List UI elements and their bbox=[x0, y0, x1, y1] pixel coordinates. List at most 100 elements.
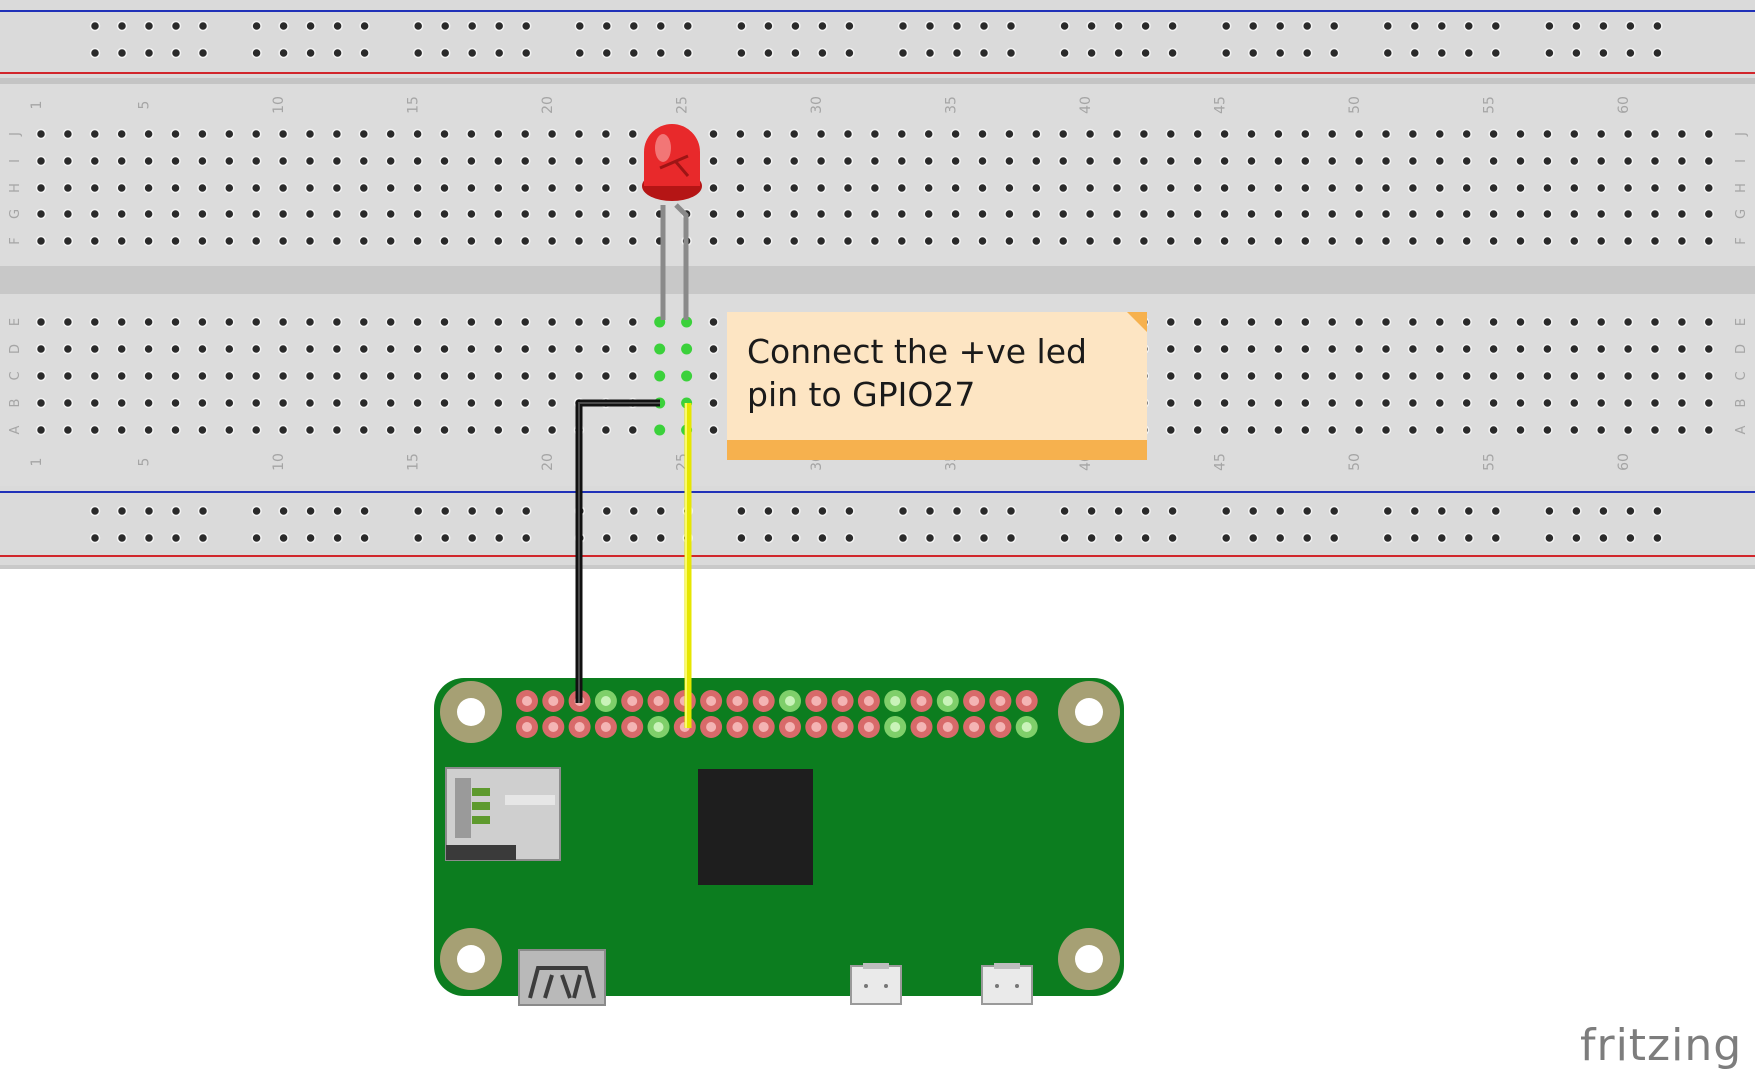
breadboard-hole[interactable] bbox=[1353, 316, 1365, 328]
breadboard-hole[interactable] bbox=[385, 397, 396, 409]
breadboard-hole[interactable] bbox=[1300, 397, 1311, 409]
breadboard-hole[interactable] bbox=[573, 182, 585, 194]
breadboard-hole[interactable] bbox=[1488, 343, 1499, 355]
breadboard-hole[interactable] bbox=[1463, 505, 1475, 517]
breadboard-hole[interactable] bbox=[62, 424, 74, 436]
breadboard-hole[interactable] bbox=[1542, 397, 1553, 409]
breadboard-hole[interactable] bbox=[170, 397, 181, 409]
breadboard-hole[interactable] bbox=[116, 532, 128, 544]
breadboard-hole[interactable] bbox=[1301, 47, 1313, 59]
breadboard-hole[interactable] bbox=[1301, 20, 1313, 32]
breadboard-hole[interactable] bbox=[1165, 316, 1177, 328]
breadboard-hole[interactable] bbox=[1326, 182, 1338, 194]
breadboard-hole[interactable] bbox=[1353, 155, 1365, 167]
breadboard-hole[interactable] bbox=[1652, 505, 1663, 517]
breadboard-hole[interactable] bbox=[1192, 343, 1203, 355]
breadboard-hole[interactable] bbox=[304, 397, 316, 409]
breadboard-hole[interactable] bbox=[170, 424, 181, 436]
breadboard-hole-connected[interactable] bbox=[654, 370, 666, 382]
breadboard-hole[interactable] bbox=[1407, 208, 1419, 220]
breadboard-hole[interactable] bbox=[1490, 505, 1502, 517]
breadboard-hole[interactable] bbox=[1622, 343, 1634, 355]
breadboard-hole[interactable] bbox=[89, 128, 101, 140]
breadboard-hole[interactable] bbox=[1353, 235, 1365, 247]
breadboard-hole[interactable] bbox=[197, 155, 208, 167]
breadboard-hole[interactable] bbox=[762, 128, 773, 140]
breadboard-hole[interactable] bbox=[1542, 155, 1553, 167]
breadboard-hole[interactable] bbox=[439, 128, 450, 140]
breadboard-hole[interactable] bbox=[682, 20, 694, 32]
breadboard-hole[interactable] bbox=[1031, 155, 1042, 167]
breadboard-hole[interactable] bbox=[1649, 235, 1661, 247]
breadboard-hole[interactable] bbox=[250, 343, 262, 355]
breadboard-hole[interactable] bbox=[1434, 316, 1446, 328]
breadboard-hole[interactable] bbox=[1595, 208, 1607, 220]
breadboard-hole[interactable] bbox=[520, 532, 532, 544]
breadboard-hole[interactable] bbox=[1676, 397, 1688, 409]
breadboard-hole[interactable] bbox=[736, 20, 747, 32]
breadboard-hole[interactable] bbox=[1246, 316, 1257, 328]
breadboard-hole[interactable] bbox=[1569, 397, 1580, 409]
breadboard-hole[interactable] bbox=[628, 532, 640, 544]
breadboard-hole[interactable] bbox=[412, 128, 423, 140]
breadboard-hole[interactable] bbox=[844, 20, 855, 32]
breadboard-hole[interactable] bbox=[1515, 182, 1526, 194]
breadboard-hole[interactable] bbox=[439, 370, 450, 382]
breadboard-hole[interactable] bbox=[923, 208, 934, 220]
breadboard-hole[interactable] bbox=[89, 424, 101, 436]
breadboard-hole[interactable] bbox=[385, 155, 396, 167]
breadboard-hole[interactable] bbox=[600, 343, 612, 355]
breadboard-hole[interactable] bbox=[600, 208, 612, 220]
breadboard-hole[interactable] bbox=[897, 20, 909, 32]
breadboard-hole[interactable] bbox=[1595, 316, 1607, 328]
breadboard-hole[interactable] bbox=[1409, 20, 1421, 32]
breadboard-hole[interactable] bbox=[1382, 505, 1394, 517]
breadboard-hole[interactable] bbox=[896, 235, 908, 247]
breadboard-hole[interactable] bbox=[1057, 128, 1069, 140]
breadboard-hole[interactable] bbox=[116, 20, 128, 32]
breadboard-hole[interactable] bbox=[412, 532, 424, 544]
breadboard-hole[interactable] bbox=[170, 20, 182, 32]
breadboard-hole[interactable] bbox=[1461, 128, 1472, 140]
breadboard-hole[interactable] bbox=[250, 370, 262, 382]
breadboard-hole[interactable] bbox=[1409, 505, 1421, 517]
breadboard-hole[interactable] bbox=[385, 182, 396, 194]
breadboard-hole[interactable] bbox=[1353, 370, 1365, 382]
breadboard-hole[interactable] bbox=[844, 47, 855, 59]
breadboard-hole[interactable] bbox=[224, 343, 235, 355]
breadboard-hole[interactable] bbox=[1461, 370, 1472, 382]
breadboard-hole[interactable] bbox=[627, 316, 639, 328]
breadboard-hole[interactable] bbox=[1461, 235, 1472, 247]
breadboard-hole[interactable] bbox=[331, 235, 343, 247]
breadboard-hole[interactable] bbox=[1571, 47, 1582, 59]
breadboard-hole[interactable] bbox=[466, 155, 477, 167]
breadboard-hole[interactable] bbox=[1571, 20, 1582, 32]
breadboard-hole[interactable] bbox=[1434, 128, 1446, 140]
breadboard-hole[interactable] bbox=[546, 235, 558, 247]
breadboard-hole[interactable] bbox=[788, 182, 800, 194]
breadboard-hole[interactable] bbox=[1434, 424, 1446, 436]
breadboard-hole[interactable] bbox=[1436, 532, 1448, 544]
breadboard-hole[interactable] bbox=[385, 424, 396, 436]
breadboard-hole[interactable] bbox=[331, 397, 343, 409]
breadboard-hole[interactable] bbox=[331, 155, 343, 167]
breadboard-hole[interactable] bbox=[412, 47, 424, 59]
breadboard-hole[interactable] bbox=[1649, 397, 1661, 409]
breadboard-hole[interactable] bbox=[466, 397, 477, 409]
breadboard-hole[interactable] bbox=[358, 155, 370, 167]
breadboard-hole[interactable] bbox=[573, 370, 585, 382]
breadboard-hole[interactable] bbox=[977, 155, 988, 167]
breadboard-hole[interactable] bbox=[143, 532, 155, 544]
breadboard-hole[interactable] bbox=[493, 343, 504, 355]
breadboard-hole[interactable] bbox=[250, 316, 262, 328]
breadboard-hole[interactable] bbox=[546, 316, 558, 328]
breadboard-hole[interactable] bbox=[62, 316, 74, 328]
breadboard-hole[interactable] bbox=[1220, 20, 1232, 32]
breadboard-hole[interactable] bbox=[251, 20, 262, 32]
red-led[interactable] bbox=[642, 124, 702, 201]
breadboard-hole[interactable] bbox=[1140, 47, 1151, 59]
breadboard-hole[interactable] bbox=[89, 208, 101, 220]
breadboard-hole[interactable] bbox=[1192, 155, 1203, 167]
breadboard-hole[interactable] bbox=[412, 370, 423, 382]
breadboard-hole[interactable] bbox=[1246, 370, 1257, 382]
